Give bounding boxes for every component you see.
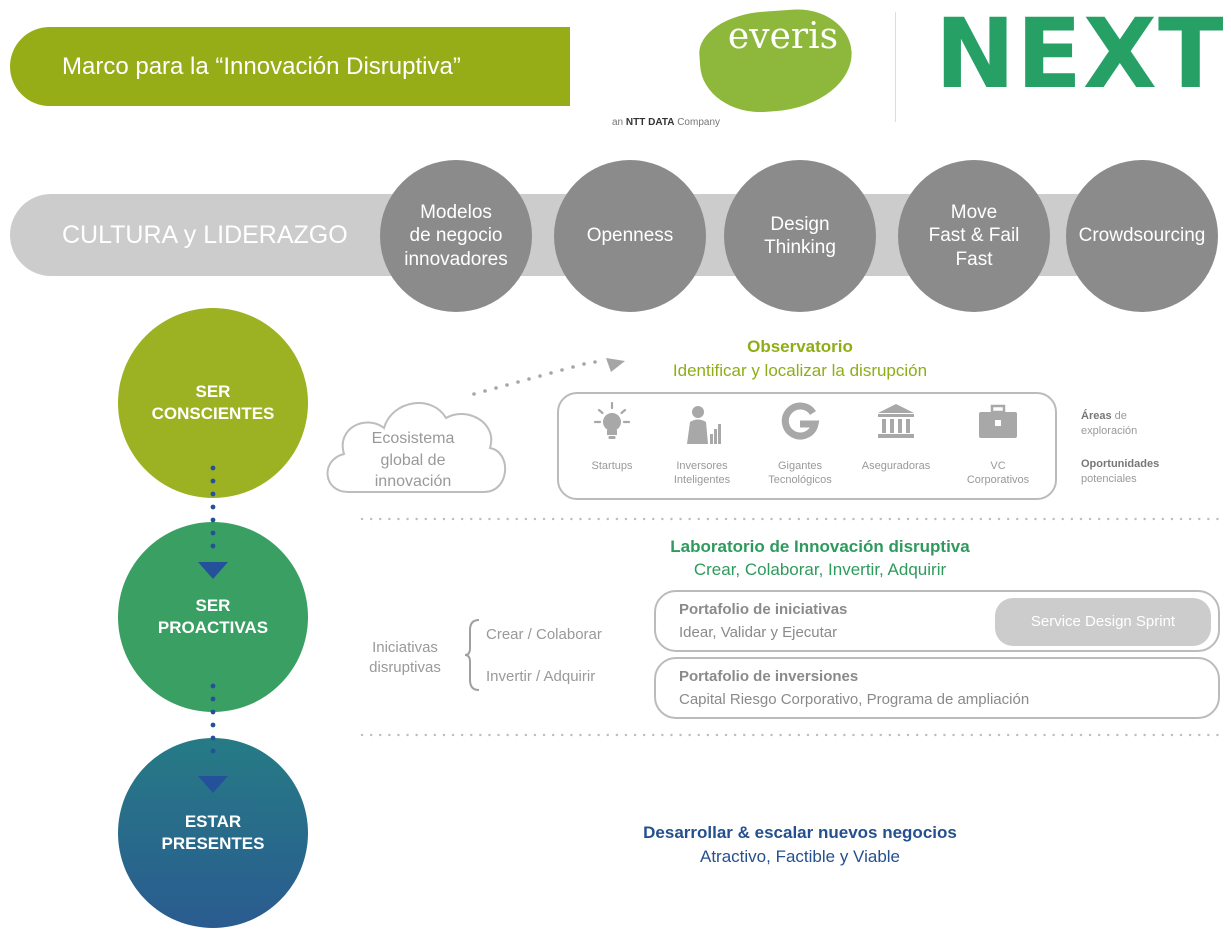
oportunidades-note: Oportunidades potenciales [1081,457,1159,488]
item-startups-label: Startups [562,459,662,473]
item-line: Inversores [676,460,728,472]
item-aseguradoras-label: Aseguradoras [846,459,946,473]
note-text: potenciales [1081,473,1137,486]
cloud-line: global de [380,451,446,469]
pill-line: Move [950,202,998,224]
everis-logo-text: everis [727,16,839,57]
desarrollar-title: Desarrollar & escalar nuevos negocios [643,823,957,842]
arrow-down-icon [198,562,228,579]
ntt-brand: NTT DATA [625,117,675,128]
observatorio-subtitle: Identificar y localizar la disrupción [672,361,928,380]
connector-2-3 [210,683,216,754]
service-design-sprint-badge: Service Design Sprint [995,598,1211,646]
pill-line: Openness [586,225,674,247]
connector-1-2 [210,465,216,549]
item-line: VC [990,460,1006,472]
lightbulb-icon [567,401,657,447]
note-text: de [1114,410,1127,422]
pill-line: Fast [955,248,993,270]
investor-icon [658,404,748,449]
next-logo: NEXT [935,0,1225,110]
branch-invertir-adquirir: Invertir / Adquirir [486,668,596,685]
portafolio-iniciativas-box [654,590,1220,652]
observatorio-title: Observatorio [747,337,853,356]
ntt-data-tagline: an NTT DATA Company [612,117,720,128]
phase-line: ESTAR [184,811,242,831]
portafolio-iniciativas-sub: Idear, Validar y Ejecutar [679,624,838,641]
cloud-line: Ecosistema [371,430,455,447]
pill-crowdsourcing: Crowdsourcing [1066,160,1218,312]
desarrollar-subtitle: Atractivo, Factible y Viable [700,847,900,866]
briefcase-icon [953,404,1043,445]
phase-line: SER [195,595,231,615]
phase-line: SER [195,381,231,401]
phase-estar-presentes: ESTAR PRESENTES [118,738,308,928]
item-line: Corporativos [966,474,1030,487]
iniciativas-label: Iniciativas disruptivas [355,638,455,679]
pill-line: Fast & Fail [928,225,1020,247]
bank-building-icon [851,402,941,445]
item-line: Aseguradoras [861,460,931,472]
culture-band-label: CULTURA y LIDERAZGO [62,221,348,249]
note-bold: Oportunidades [1081,458,1160,470]
portafolio-inversiones-sub: Capital Riesgo Corporativo, Programa de … [679,691,1030,708]
pill-line: innovadores [404,248,508,270]
item-line: Startups [591,460,633,472]
cloud-label: Ecosistema global de innovación [338,428,488,493]
portafolio-inversiones-box [654,657,1220,719]
note-bold: Áreas [1081,410,1112,422]
cloud-icon [326,358,625,493]
dotted-divider [360,733,1220,737]
arrow-down-icon [198,776,228,793]
pill-line: Design [770,213,830,235]
phase-line: PRESENTES [161,834,265,853]
portafolio-inversiones-title: Portafolio de inversiones [679,668,859,685]
phase-ser-proactivas: SER PROACTIVAS [118,522,308,712]
item-line: Inteligentes [673,474,731,487]
google-g-icon [755,400,845,449]
page-title: Marco para la “Innovación Disruptiva” [10,27,570,106]
areas-exploracion-note: Áreas de exploración [1081,409,1137,440]
branch-crear-colaborar: Crear / Colaborar [486,626,602,643]
left-brace-icon [464,619,480,691]
ntt-suffix: Company [677,117,721,128]
pill-line: de negocio [409,225,503,247]
note-text: exploración [1081,425,1138,438]
item-line: Tecnológicos [768,474,832,487]
pill-line: Modelos [420,202,492,224]
phase-line: PROACTIVAS [157,618,269,637]
item-line: Gigantes [777,460,823,472]
observatorio-box [557,392,1057,500]
iniciativas-line: disruptivas [369,659,441,677]
laboratorio-title: Laboratorio de Innovación disruptiva [670,537,970,556]
item-vc-label: VC Corporativos [948,459,1048,488]
ntt-prefix: an [612,117,624,128]
pill-openness: Openness [554,160,706,312]
laboratorio-subtitle: Crear, Colaborar, Invertir, Adquirir [693,560,947,579]
portafolio-iniciativas-title: Portafolio de iniciativas [679,601,848,618]
pill-line: Thinking [764,237,836,258]
dotted-divider [360,517,1220,521]
iniciativas-line: Iniciativas [372,639,438,656]
pill-line: Crowdsourcing [1078,225,1206,247]
logo-divider [895,12,896,122]
phase-line: CONSCIENTES [151,404,275,423]
cloud-line: innovación [374,473,452,491]
